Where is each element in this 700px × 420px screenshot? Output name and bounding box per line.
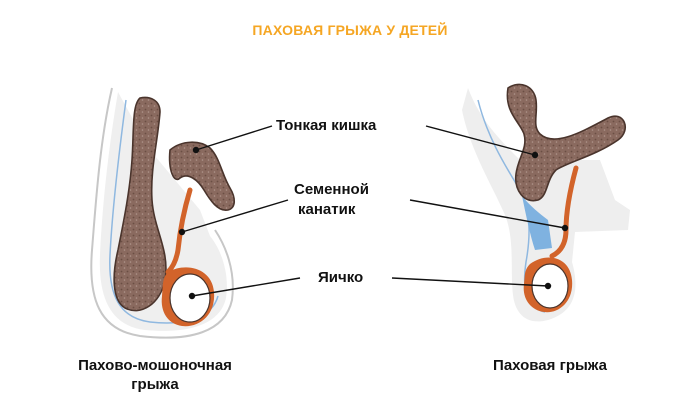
leader-intestine-left-dot xyxy=(192,146,200,154)
leader-intestine-right-dot xyxy=(531,151,539,159)
leader-lines xyxy=(178,125,569,300)
left-intestine xyxy=(113,96,167,312)
caption-left-line1: Пахово-мошоночная xyxy=(78,357,232,374)
leader-testicle-right-dot xyxy=(544,282,552,290)
page-title: ПАХОВАЯ ГРЫЖА У ДЕТЕЙ xyxy=(252,22,448,38)
leader-cord-right-dot xyxy=(561,224,569,232)
leader-testicle-right xyxy=(391,277,549,287)
label-testicle: Яичко xyxy=(318,269,364,286)
leader-testicle-left xyxy=(191,277,301,297)
label-spermatic-cord-line2: канатик xyxy=(298,201,356,218)
label-spermatic-cord-line1: Семенной xyxy=(294,181,369,198)
right-intestine xyxy=(506,83,627,202)
leader-intestine-left xyxy=(195,125,273,151)
leader-cord-left xyxy=(181,199,289,233)
leader-cord-left-dot xyxy=(178,228,186,236)
leader-intestine-right xyxy=(425,125,536,156)
leader-testicle-left-dot xyxy=(188,292,196,300)
left-spermatic-cord xyxy=(165,187,193,275)
caption-right: Паховая грыжа xyxy=(493,357,607,374)
left-anatomy xyxy=(90,87,236,339)
leader-cord-right xyxy=(409,199,566,229)
left-intestine-upper xyxy=(168,141,236,211)
label-small-intestine: Тонкая кишка xyxy=(276,117,377,134)
caption-left-line2: грыжа xyxy=(131,376,179,393)
